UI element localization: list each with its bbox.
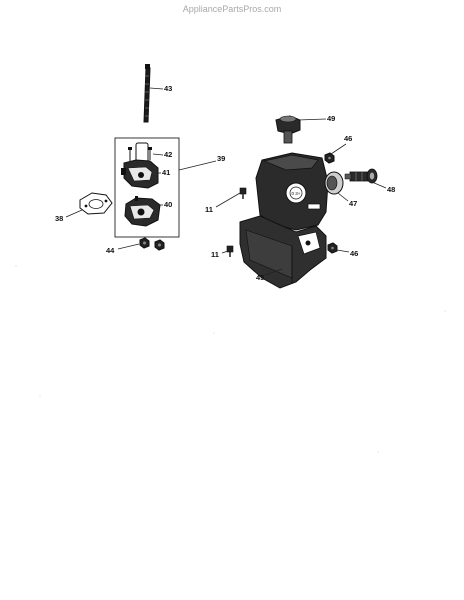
part-46-nut-upper[interactable] xyxy=(324,152,335,164)
callout-42: 42 xyxy=(164,150,172,159)
callout-43: 43 xyxy=(164,84,172,93)
callout-49: 49 xyxy=(327,114,335,123)
tank-cap-marking: 0 3+ xyxy=(292,191,301,196)
callout-11-upper: 11 xyxy=(205,205,213,214)
scan-specks xyxy=(15,265,446,453)
callout-46-upper: 46 xyxy=(344,134,352,143)
part-42-screws[interactable] xyxy=(128,147,152,161)
part-47-grommet[interactable] xyxy=(324,171,344,195)
part-45-fuel-tank[interactable]: 0 3+ xyxy=(239,152,329,289)
callout-40: 40 xyxy=(164,200,172,209)
callout-44: 44 xyxy=(106,246,115,255)
part-40-valve-base[interactable] xyxy=(124,196,161,227)
part-41-valve-body[interactable] xyxy=(121,142,159,189)
part-38-gasket[interactable] xyxy=(79,192,113,215)
callout-38: 38 xyxy=(55,214,63,223)
part-48-fitting[interactable] xyxy=(344,168,378,184)
part-49-cap[interactable] xyxy=(275,115,301,144)
callout-45: 45 xyxy=(256,273,264,282)
callout-39: 39 xyxy=(217,154,225,163)
leader-lines xyxy=(65,87,387,276)
callout-11-lower: 11 xyxy=(211,250,219,259)
part-46-nut-lower[interactable] xyxy=(327,242,338,254)
callout-41: 41 xyxy=(162,168,170,177)
part-11-screw-upper[interactable] xyxy=(239,187,247,199)
callout-labels: 43 42 39 41 40 38 44 49 46 48 47 11 11 4… xyxy=(55,84,395,282)
watermark: AppliancePartsPros.com xyxy=(182,4,282,14)
part-43-fuel-filter[interactable] xyxy=(143,64,151,123)
callout-48: 48 xyxy=(387,185,395,194)
callout-47: 47 xyxy=(349,199,357,208)
part-44-nuts[interactable] xyxy=(139,237,165,251)
callout-46-lower: 46 xyxy=(350,249,358,258)
part-11-screw-lower[interactable] xyxy=(226,245,234,257)
part-39-assembly-box xyxy=(114,137,180,238)
